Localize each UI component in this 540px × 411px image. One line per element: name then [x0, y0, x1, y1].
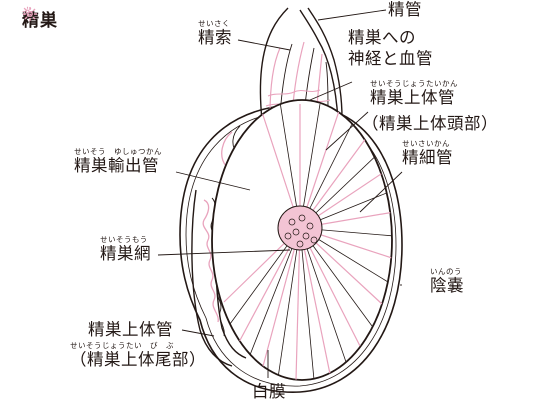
scrotum-outline	[179, 104, 403, 393]
label-rete-testis: せいそうもう 精巣網	[100, 235, 151, 263]
leader-lines	[157, 9, 403, 378]
label-epididymis-head: せいそうじょうたいかん 精巣上体管	[370, 79, 458, 107]
rete-testis-mesh	[284, 214, 318, 248]
label-tunica-albuginea: 白膜	[252, 382, 286, 401]
flower-icon	[22, 6, 33, 17]
label-vas-deferens: 精管	[388, 0, 422, 19]
label-scrotum: いんのう 陰嚢	[430, 267, 464, 295]
label-epididymis-head-sub: （精巣上体頭部）	[362, 114, 498, 133]
label-seminiferous-tubules: せいさいかん 精細管	[402, 139, 453, 167]
label-nerves-vessels: 精巣への 神経と血管	[348, 28, 433, 68]
testis-body	[211, 99, 393, 381]
label-epididymis-tail: 精巣上体管	[88, 320, 173, 339]
title-block: 精巣	[22, 6, 58, 31]
label-epididymis-tail-sub: せいそうじょうたい び ぶ （精巣上体尾部）	[70, 341, 206, 369]
label-spermatic-cord: せいさく 精索	[198, 19, 232, 47]
label-efferent-ducts: せいそう ゆしゅつかん 精巣輸出管	[74, 147, 162, 175]
